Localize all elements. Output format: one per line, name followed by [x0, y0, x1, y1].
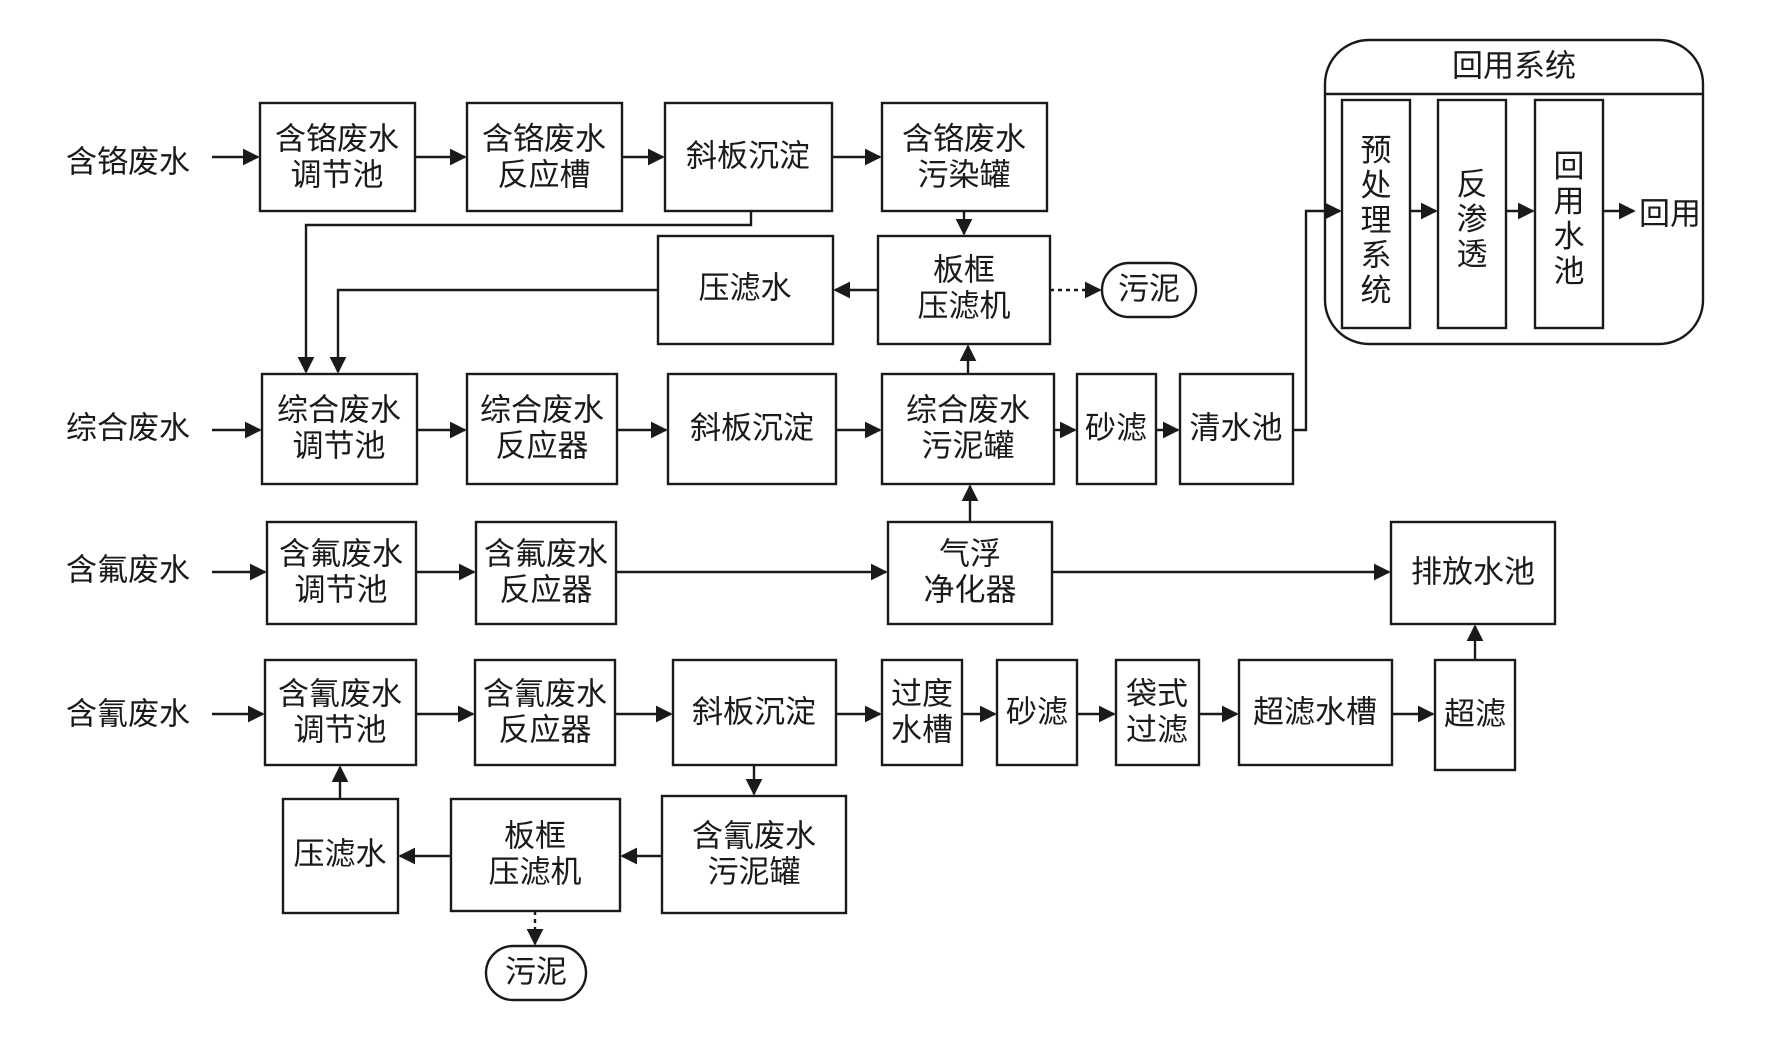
svg-text:斜板沉淀: 斜板沉淀: [690, 411, 814, 447]
svg-text:含氟废水: 含氟废水: [279, 537, 403, 573]
svg-text:综合废水: 综合废水: [480, 393, 604, 429]
svg-text:板框: 板框: [504, 819, 566, 855]
reuse-output-label: 回用: [1639, 197, 1701, 233]
reuse-system-title: 回用系统: [1452, 49, 1576, 85]
arrow-clear-water-to-reuse: [1293, 202, 1342, 432]
cyanide-sludge-tank: 含氰废水 污泥罐: [660, 794, 848, 915]
input-combined-label: 综合废水: [66, 411, 190, 447]
svg-text:污泥罐: 污泥罐: [922, 429, 1015, 465]
svg-text:污泥: 污泥: [1118, 272, 1180, 308]
combined-clear-water-tank: 清水池: [1178, 372, 1295, 486]
svg-text:调节池: 调节池: [291, 158, 384, 194]
svg-text:含铬废水: 含铬废水: [482, 122, 606, 158]
chromium-regulating-tank: 含铬废水 调节池: [258, 101, 417, 213]
arrow-filtrate-to-combined: [329, 288, 658, 374]
cyanide-uf-tank: 超滤水槽: [1237, 658, 1394, 767]
reuse-pretreatment: 预处理系统: [1340, 98, 1412, 330]
svg-text:调节池: 调节池: [293, 429, 386, 465]
svg-text:含铬废水: 含铬废水: [902, 122, 1026, 158]
svg-text:过度: 过度: [891, 677, 953, 713]
svg-text:水槽: 水槽: [891, 713, 953, 749]
svg-text:压滤机: 压滤机: [489, 855, 582, 891]
arrow-settler-down-to-combined: [297, 211, 753, 374]
combined-sludge-tank: 综合废水 污泥罐: [880, 372, 1056, 486]
svg-text:斜板沉淀: 斜板沉淀: [692, 695, 816, 731]
input-fluoride-label: 含氟废水: [66, 553, 190, 589]
svg-text:压滤水: 压滤水: [699, 271, 792, 307]
chromium-filter-press: 板框 压滤机: [876, 234, 1052, 346]
cyanide-transition-tank: 过度 水槽: [880, 658, 964, 767]
input-cyanide-label: 含氰废水: [66, 697, 190, 733]
input-chromium-label: 含铬废水: [66, 145, 190, 181]
svg-text:袋式: 袋式: [1126, 677, 1188, 713]
svg-text:反应器: 反应器: [500, 573, 593, 609]
chromium-sludge: 污泥: [1100, 261, 1198, 319]
cyanide-ultrafiltration: 超滤: [1433, 658, 1517, 772]
cyanide-sand-filter: 砂滤: [995, 658, 1079, 767]
svg-text:含氰废水: 含氰废水: [483, 677, 607, 713]
svg-text:回用水池: 回用水池: [1554, 149, 1585, 290]
svg-text:清水池: 清水池: [1190, 411, 1283, 447]
svg-text:气浮: 气浮: [939, 537, 1001, 573]
svg-text:综合废水: 综合废水: [906, 393, 1030, 429]
fluoride-regulating-tank: 含氟废水 调节池: [265, 520, 418, 626]
svg-text:压滤机: 压滤机: [918, 289, 1011, 325]
svg-text:过滤: 过滤: [1126, 713, 1188, 749]
svg-text:含氟废水: 含氟废水: [484, 537, 608, 573]
svg-text:净化器: 净化器: [924, 573, 1017, 609]
svg-text:污泥罐: 污泥罐: [708, 855, 801, 891]
svg-text:斜板沉淀: 斜板沉淀: [686, 139, 810, 175]
svg-text:排放水池: 排放水池: [1411, 555, 1535, 591]
svg-text:砂滤: 砂滤: [1006, 695, 1068, 731]
svg-text:综合废水: 综合废水: [277, 393, 401, 429]
chromium-sludge-tank: 含铬废水 污染罐: [880, 101, 1049, 213]
svg-text:反渗透: 反渗透: [1457, 167, 1488, 273]
svg-text:反应器: 反应器: [499, 713, 592, 749]
fluoride-reactor: 含氟废水 反应器: [474, 520, 618, 626]
cyanide-filtrate: 压滤水: [281, 797, 400, 915]
connectors: [212, 148, 1636, 946]
svg-text:超滤水槽: 超滤水槽: [1253, 695, 1377, 731]
chromium-reaction-tank: 含铬废水 反应槽: [465, 101, 624, 213]
cyanide-reactor: 含氰废水 反应器: [473, 658, 617, 767]
cyanide-inclined-settler: 斜板沉淀: [671, 658, 838, 767]
svg-text:反应器: 反应器: [496, 429, 589, 465]
cyanide-sludge: 污泥: [484, 944, 588, 1002]
reuse-reverse-osmosis: 反渗透: [1436, 98, 1508, 330]
svg-text:超滤: 超滤: [1444, 697, 1506, 733]
chromium-filtrate: 压滤水: [656, 234, 835, 346]
svg-text:板框: 板框: [933, 253, 995, 289]
svg-text:砂滤: 砂滤: [1085, 411, 1147, 447]
svg-text:污泥: 污泥: [505, 955, 567, 991]
svg-text:压滤水: 压滤水: [294, 837, 387, 873]
cyanide-bag-filter: 袋式 过滤: [1114, 658, 1201, 767]
combined-sand-filter: 砂滤: [1075, 372, 1158, 486]
fluoride-air-flotation: 气浮 净化器: [886, 520, 1054, 626]
svg-text:含氰废水: 含氰废水: [692, 819, 816, 855]
reuse-water-tank: 回用水池: [1533, 98, 1605, 330]
cyanide-filter-press: 板框 压滤机: [449, 797, 622, 913]
svg-text:调节池: 调节池: [294, 713, 387, 749]
svg-text:反应槽: 反应槽: [498, 158, 591, 194]
svg-text:污染罐: 污染罐: [918, 158, 1011, 194]
reuse-system-panel: 回用系统: [1323, 38, 1705, 346]
svg-text:调节池: 调节池: [295, 573, 388, 609]
svg-text:预处理系统: 预处理系统: [1361, 133, 1392, 309]
combined-reactor: 综合废水 反应器: [465, 372, 619, 486]
combined-regulating-tank: 综合废水 调节池: [260, 372, 419, 486]
svg-text:含铬废水: 含铬废水: [275, 122, 399, 158]
fluoride-discharge-tank: 排放水池: [1389, 520, 1557, 626]
combined-inclined-settler: 斜板沉淀: [666, 372, 838, 486]
cyanide-regulating-tank: 含氰废水 调节池: [263, 658, 418, 767]
svg-text:含氰废水: 含氰废水: [278, 677, 402, 713]
chromium-inclined-settler: 斜板沉淀: [663, 101, 834, 213]
